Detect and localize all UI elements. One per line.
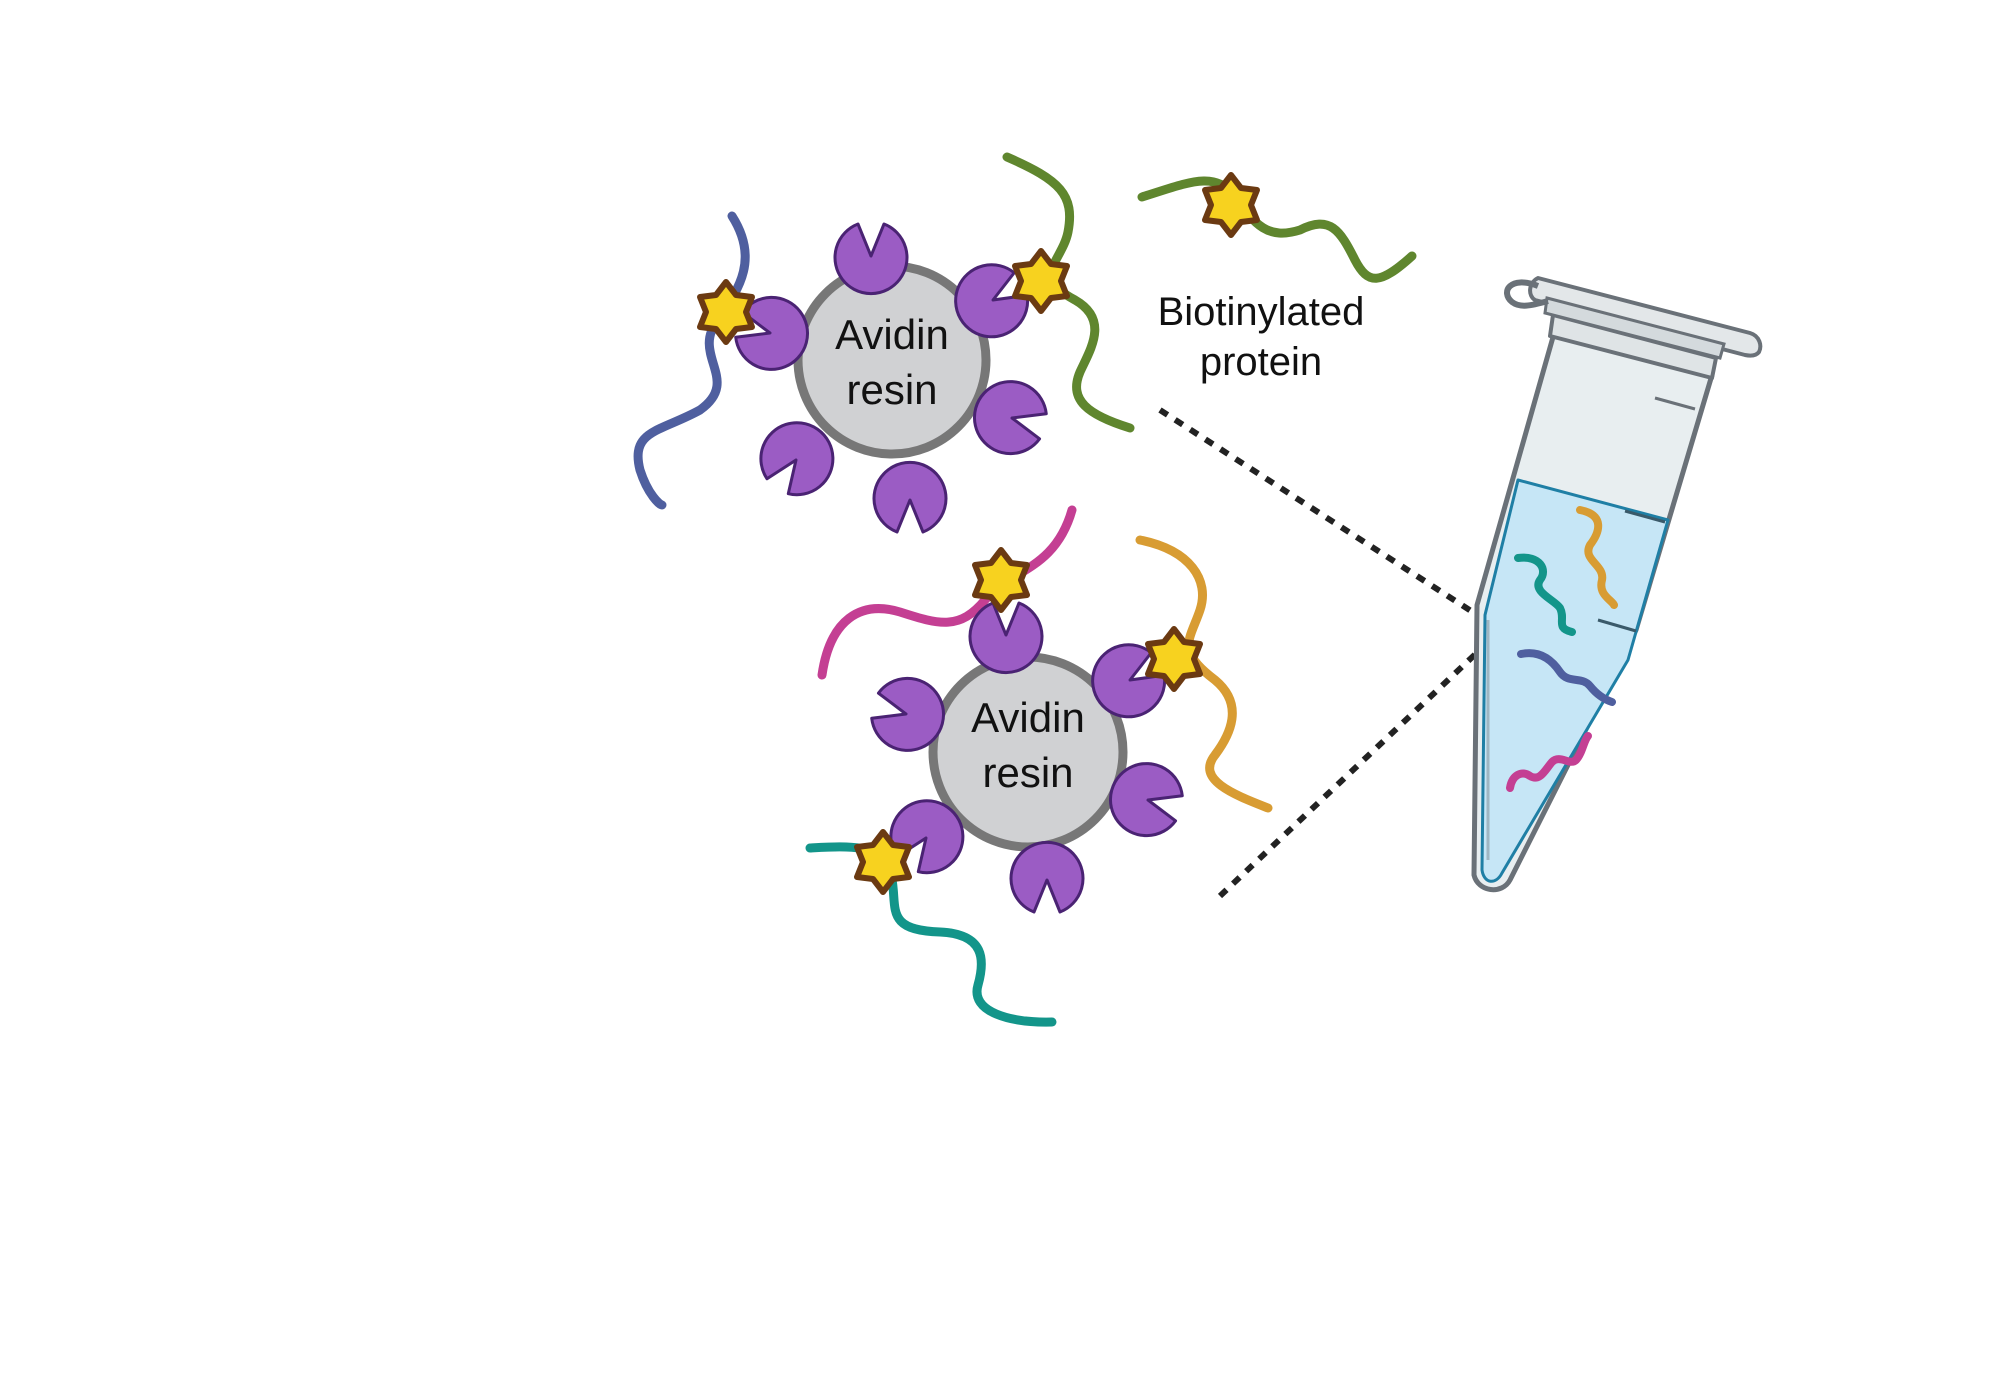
avidin-bead-bottom: Avidin resin	[805, 505, 1273, 1027]
tube-graduation-mark	[1597, 618, 1637, 633]
protein-in-tube-blue	[1517, 649, 1616, 706]
protein-in-tube-orange	[1576, 506, 1618, 609]
tube-graduation-mark	[1624, 509, 1666, 524]
bead-label-top-line1: Avidin	[835, 311, 949, 358]
bead-label-bottom-line1: Avidin	[971, 694, 1085, 741]
protein-strand-magenta	[817, 505, 1077, 680]
protein-strand-green	[1002, 152, 1135, 433]
protein-strand-orange	[1135, 535, 1273, 813]
free-protein-label-line2: protein	[1200, 340, 1322, 384]
tube-cap-lip	[1543, 296, 1726, 360]
avidin-icon	[872, 460, 948, 534]
free-biotinylated-protein: Biotinylated protein	[1137, 175, 1417, 384]
protein-in-tube-teal	[1514, 553, 1576, 636]
avidin-bead-top: Avidin resin	[633, 152, 1135, 534]
avidin-icon	[968, 601, 1044, 675]
zoom-lines	[1158, 407, 1488, 899]
bead-label-top-line2: resin	[846, 366, 937, 413]
bead-label-bottom-line2: resin	[982, 749, 1073, 796]
avidin-icon	[833, 222, 909, 296]
free-protein-label-line1: Biotinylated	[1158, 290, 1365, 334]
tube-cap	[1528, 276, 1763, 358]
avidin-icon	[1009, 840, 1085, 914]
protein-in-tube-magenta	[1506, 732, 1592, 792]
protein-strand-blue	[633, 211, 750, 510]
microcentrifuge-tube	[1471, 276, 1763, 892]
tube-graduation-mark	[1654, 396, 1696, 411]
zoom-line-upper	[1158, 407, 1487, 623]
zoom-line-lower	[1217, 642, 1488, 899]
protein-strand-green-free	[1137, 176, 1417, 283]
tube-cap-hinge	[1504, 279, 1549, 309]
